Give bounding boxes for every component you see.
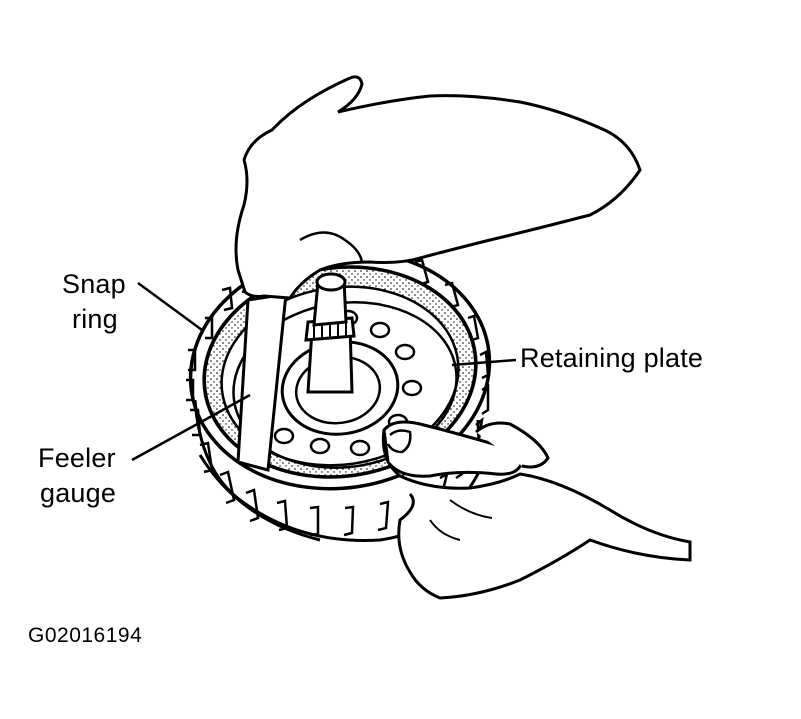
feeler-gauge-leader bbox=[131, 393, 251, 462]
upper-hand-knuckle bbox=[299, 231, 364, 263]
thumb bbox=[475, 421, 550, 469]
snap-ring-label-line1: Snap bbox=[62, 269, 126, 299]
feeler-gauge-label-line1: Feeler bbox=[38, 443, 116, 473]
retaining-plate-label: Retaining plate bbox=[520, 343, 704, 373]
callout-leaders bbox=[131, 281, 517, 462]
input-shaft bbox=[304, 272, 356, 394]
snap-ring-leader bbox=[137, 281, 203, 332]
retaining-plate-leader bbox=[451, 358, 517, 367]
lower-hand-creases bbox=[429, 499, 493, 541]
figure-id: G02016194 bbox=[28, 624, 143, 647]
lower-hand bbox=[381, 429, 692, 600]
upper-hand bbox=[234, 75, 642, 300]
feeler-gauge-label-line2: gauge bbox=[40, 478, 117, 508]
piston-holes bbox=[273, 309, 423, 457]
finger-nail bbox=[386, 429, 412, 454]
snap-ring-label-line2: ring bbox=[72, 304, 118, 334]
